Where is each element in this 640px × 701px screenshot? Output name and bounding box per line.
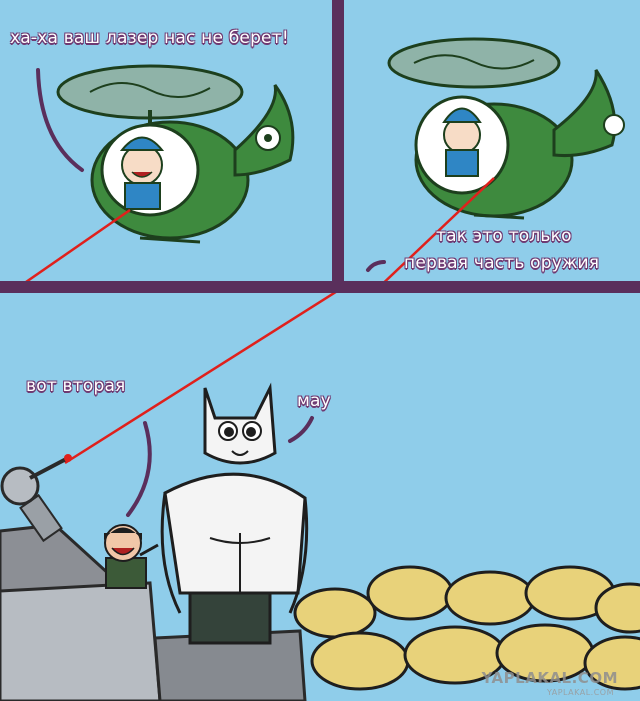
laser-beam-2	[383, 177, 495, 281]
caption-panel-1: ха-ха ваш лазер нас не берет!	[10, 28, 289, 48]
laser-cannon	[0, 454, 72, 543]
bunker	[0, 523, 307, 701]
caption-panel-2-line-1: так это только	[436, 226, 572, 246]
caption-soldier: вот вторая	[26, 376, 126, 396]
caption-panel-2-line-2: первая часть оружия	[404, 253, 600, 273]
soldier	[104, 524, 159, 589]
laser-beam-1	[25, 208, 131, 281]
panel-3-art	[0, 293, 640, 701]
muscle-cat	[160, 382, 309, 645]
panel-2: так это только первая часть оружия	[344, 0, 640, 281]
sandbags	[293, 565, 640, 691]
gutter-vertical	[332, 0, 344, 293]
panel-1-art	[25, 64, 295, 281]
panel-1: ха-ха ваш лазер нас не берет!	[0, 0, 332, 281]
laser-beam-3	[64, 293, 337, 465]
watermark-sub: YAPLAKAL.COM	[546, 688, 614, 697]
panel-3: вот вторая мау YAPLAKAL.COM YAPLAKAL.COM	[0, 293, 640, 701]
gutter-horizontal	[0, 281, 640, 293]
helicopter-2	[387, 37, 625, 220]
helicopter-1	[56, 64, 295, 244]
panel-2-art	[366, 37, 625, 281]
watermark: YAPLAKAL.COM	[481, 669, 618, 687]
caption-cat: мау	[297, 391, 331, 411]
